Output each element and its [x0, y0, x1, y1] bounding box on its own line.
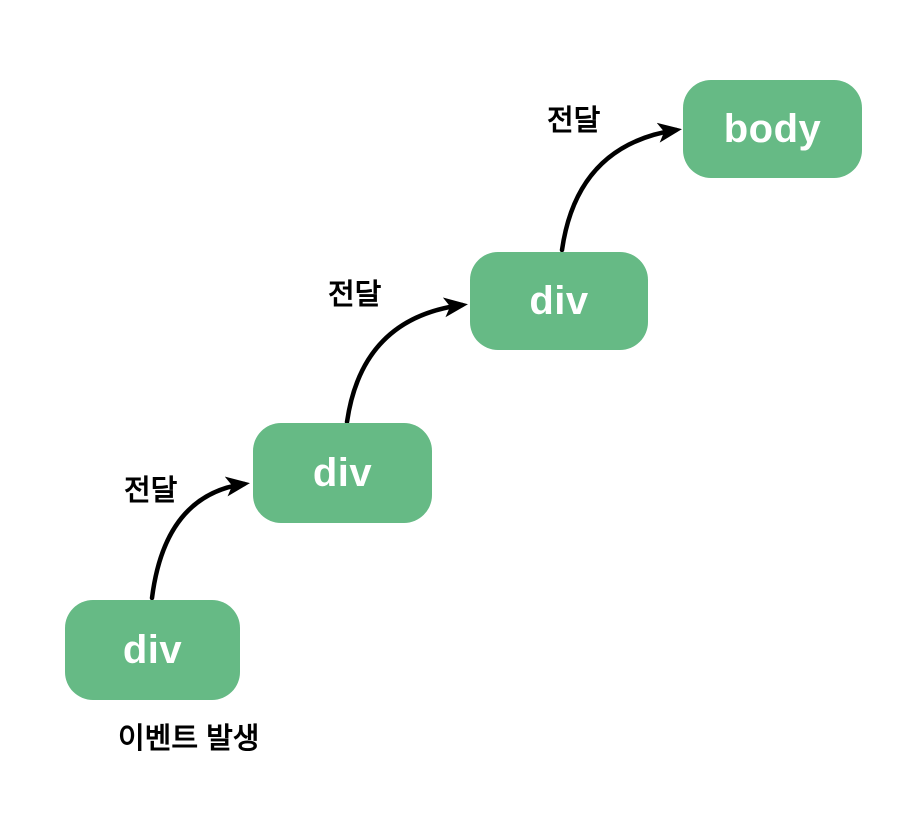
node-body: body [683, 80, 862, 178]
arrow-div-3-to-body [559, 122, 682, 253]
arrow-div-1-to-div-2 [149, 476, 250, 601]
node-div-2: div [253, 423, 432, 523]
node-div-3: div [470, 252, 648, 350]
node-label-div-2: div [312, 451, 373, 495]
node-label-body: body [723, 107, 822, 151]
arrow-div-2-to-div-3 [344, 297, 468, 425]
node-label-div-3: div [529, 279, 589, 323]
edge-label-3: 전달 [547, 105, 601, 137]
node-div-1: div [65, 600, 240, 700]
edge-label-1: 전달 [124, 475, 178, 507]
event-origin-caption: 이벤트 발생 [118, 723, 260, 755]
edge-label-2: 전달 [328, 279, 382, 311]
node-label-div-1: div [122, 628, 183, 672]
